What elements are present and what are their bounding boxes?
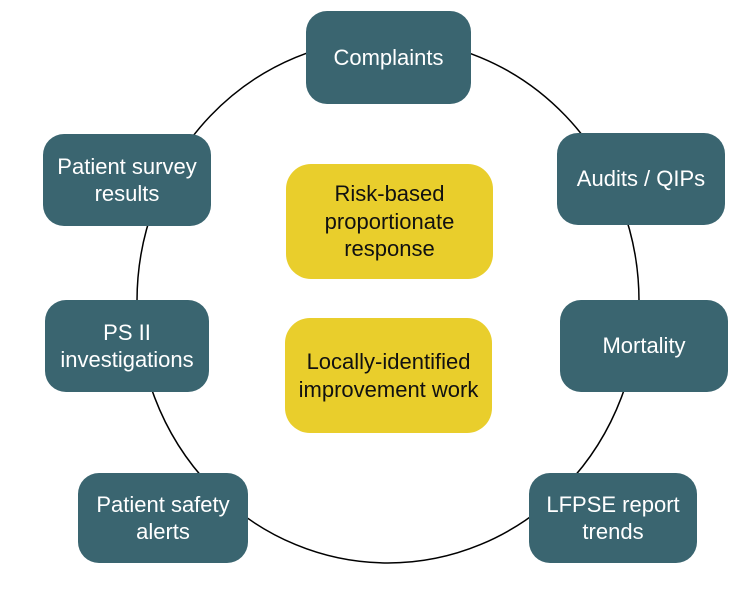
node-lfpse-report-trends: LFPSE report trends	[529, 473, 697, 563]
node-risk-based-proportionate-response: Risk-based proportionate response	[286, 164, 493, 279]
node-complaints: Complaints	[306, 11, 471, 104]
node-audits-qips: Audits / QIPs	[557, 133, 725, 225]
node-patient-survey-results-label: Patient survey results	[57, 153, 197, 207]
node-patient-safety-alerts-label: Patient safety alerts	[96, 491, 230, 545]
node-complaints-label: Complaints	[333, 44, 444, 70]
node-ps-ii-investigations-label: PS II investigations	[60, 319, 194, 373]
node-risk-based-proportionate-response-label: Risk-based proportionate response	[324, 181, 455, 262]
node-audits-qips-label: Audits / QIPs	[576, 166, 706, 192]
node-patient-safety-alerts: Patient safety alerts	[78, 473, 248, 563]
node-mortality-label: Mortality	[602, 333, 686, 359]
node-locally-identified-improvement-work-label: Locally-identified improvement work	[298, 349, 479, 402]
node-mortality: Mortality	[560, 300, 728, 392]
node-patient-survey-results: Patient survey results	[43, 134, 211, 226]
node-ps-ii-investigations: PS II investigations	[45, 300, 209, 392]
node-locally-identified-improvement-work: Locally-identified improvement work	[285, 318, 492, 433]
node-lfpse-report-trends-label: LFPSE report trends	[546, 491, 680, 545]
